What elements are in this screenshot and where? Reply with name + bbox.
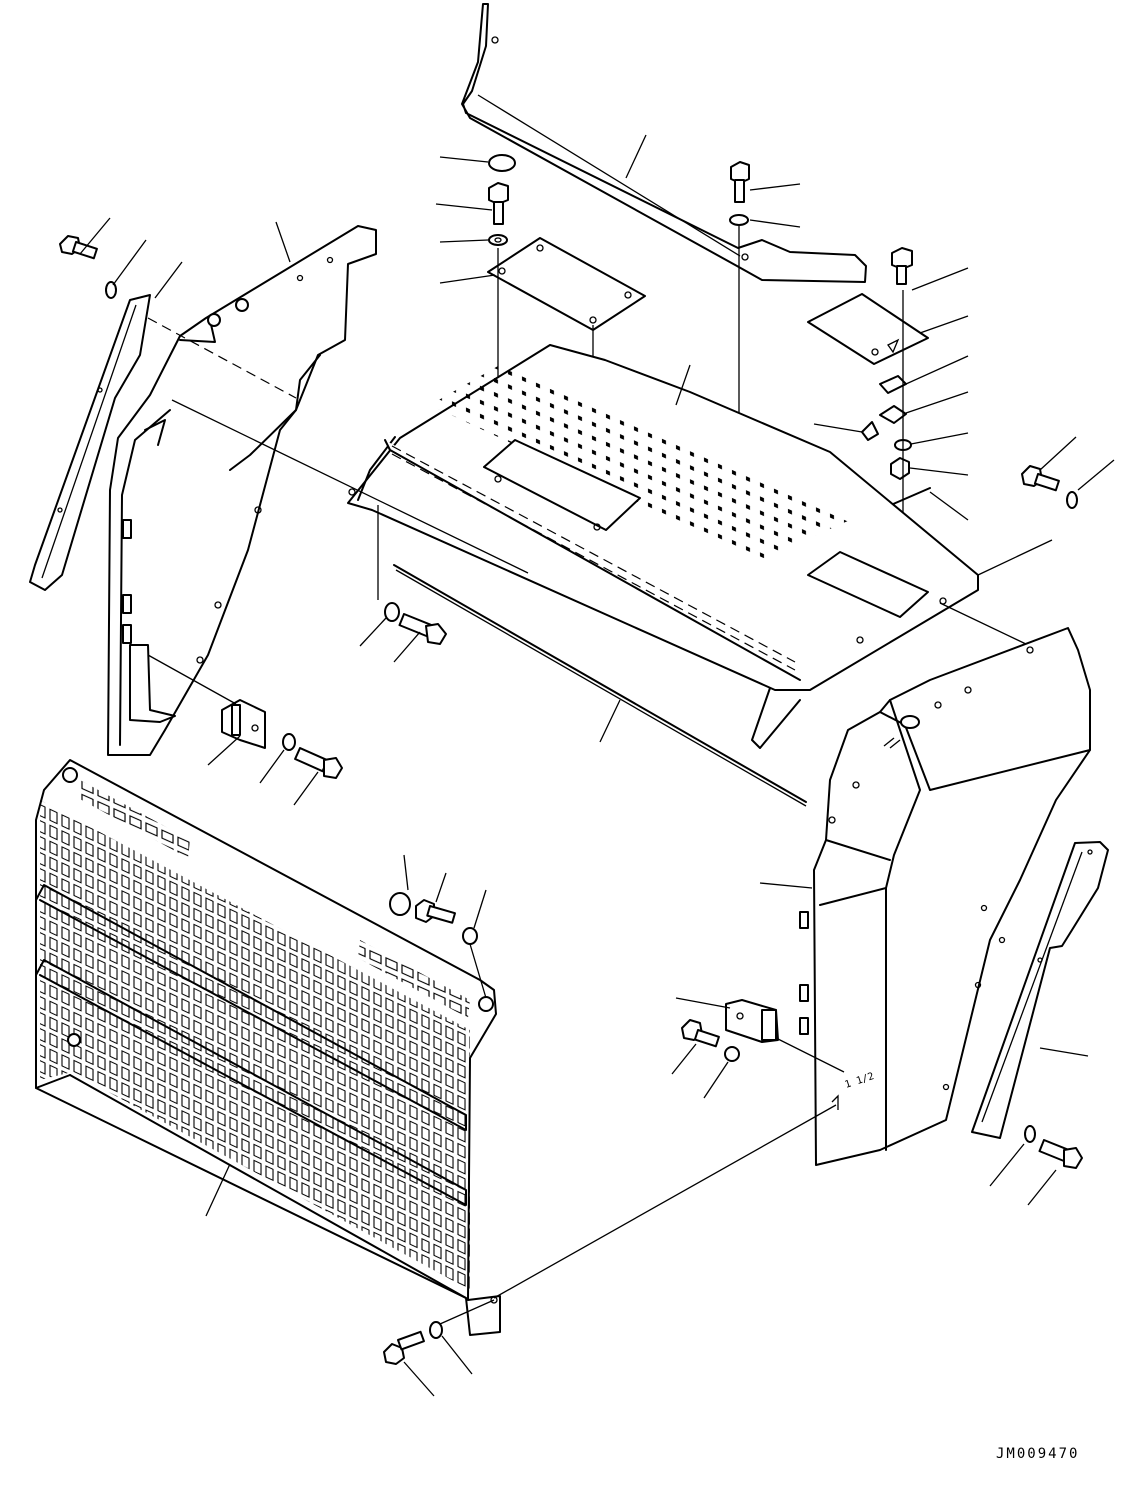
bolt-icon: [681, 1019, 720, 1048]
washer-icon: [462, 927, 478, 945]
bolt-icon: [891, 247, 913, 285]
bolt-icon: [1021, 465, 1060, 492]
left-side-frame: [107, 221, 377, 756]
seal-rod: [393, 564, 807, 803]
inspection-cover: [807, 293, 929, 365]
cap-plug-icon: [488, 154, 516, 172]
front-grill: [35, 759, 501, 1336]
bolt-icon: [730, 161, 750, 203]
hood-opening-right: [807, 551, 929, 618]
bolt-icon: [415, 899, 456, 924]
mount-bracket-right: [725, 999, 779, 1043]
washer-icon: [282, 733, 296, 751]
washer-icon: [1024, 1125, 1036, 1143]
bolt-icon: [488, 182, 509, 225]
top-support-bar: [461, 3, 867, 283]
bolt-icon: [398, 613, 447, 645]
left-seal-strip: [29, 261, 183, 591]
mount-bracket-left: [221, 699, 266, 749]
washer-icon: [105, 281, 117, 299]
right-hardware-stack: [807, 247, 969, 605]
nut-icon: [890, 457, 910, 480]
pin-icon: [861, 421, 879, 441]
right-side-panel: 1 1/2: [759, 627, 1091, 1166]
hood-opening-left: [483, 439, 641, 531]
washer-icon: [729, 214, 749, 226]
washer-icon: [724, 1046, 740, 1062]
clip-icon: [879, 375, 907, 394]
clip-icon: [879, 405, 907, 424]
access-cover-plate: [487, 237, 646, 331]
bolt-icon: [59, 235, 98, 260]
bolt-icon: [383, 1330, 425, 1365]
hood-panel: [347, 344, 979, 749]
drawing-id: JM009470: [996, 1446, 1080, 1462]
washer-icon: [1066, 491, 1078, 509]
cap-plug-icon: [389, 892, 411, 916]
bolt-icon: [1038, 1139, 1083, 1169]
washer-icon: [384, 602, 400, 622]
right-seal-strip: [971, 841, 1109, 1139]
bolt-icon: [294, 746, 343, 779]
washer-icon: [488, 234, 508, 246]
washer-icon: [429, 1321, 443, 1339]
